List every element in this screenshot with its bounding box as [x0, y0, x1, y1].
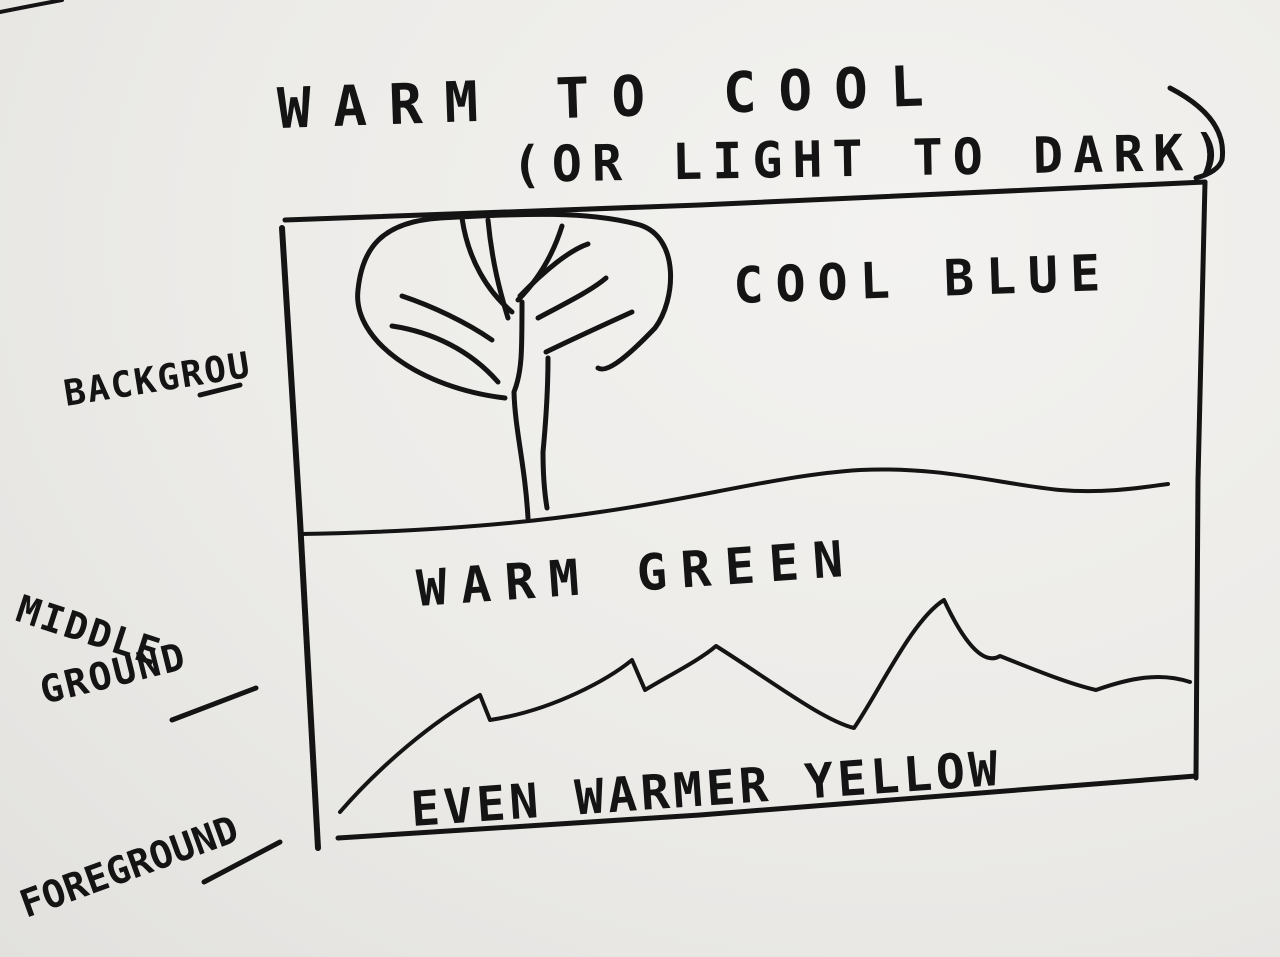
horizon-line: [298, 467, 1170, 536]
tree-branch: [485, 217, 511, 321]
tree-trunk-left: [511, 299, 531, 521]
header-line-1: WARM TO COOL: [276, 54, 946, 142]
stray-arc: [0, 0, 64, 14]
frame-right: [1193, 179, 1208, 781]
underline-background: [197, 382, 243, 398]
side-label-background: BACKGROU: [61, 345, 254, 415]
mountain-line: [338, 598, 1192, 814]
underline-middle: [169, 685, 259, 723]
tree-trunk-right: [540, 355, 551, 511]
frame-bottom: [335, 773, 1199, 841]
header-bracket: [1167, 85, 1226, 181]
header-line-2: (OR LIGHT TO DARK): [511, 123, 1234, 194]
tree-branch: [399, 293, 495, 343]
tree-branch: [389, 323, 501, 385]
tree-canopy: [355, 211, 673, 401]
zone-label-foreground: EVEN WARMER YELLOW: [409, 741, 1004, 838]
tree-branch: [517, 241, 591, 299]
underline-foreground: [201, 839, 283, 885]
zone-label-middle: WARM GREEN: [415, 529, 859, 618]
tree-branch: [543, 309, 635, 355]
frame-left: [279, 225, 321, 851]
side-label-foreground: FOREGROUND: [14, 807, 244, 927]
zone-label-background: COOL BLUE: [732, 244, 1113, 315]
tree-branch: [535, 275, 609, 321]
frame-top: [282, 179, 1208, 223]
